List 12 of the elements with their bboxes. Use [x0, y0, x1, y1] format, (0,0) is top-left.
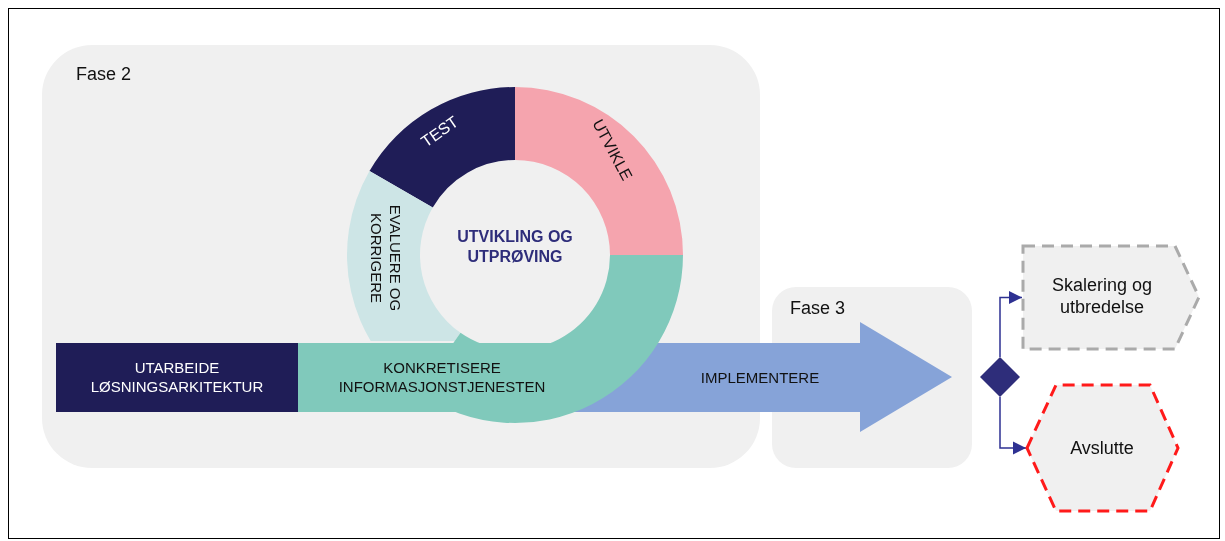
step-label: Avslutte [1070, 436, 1134, 460]
step-label: UTARBEIDE LØSNINGSARKITEKTUR [89, 359, 265, 397]
connector-arrow [999, 290, 1023, 358]
step-label: KONKRETISERE INFORMASJONSTJENESTEN [337, 359, 547, 397]
step-bar [56, 343, 298, 412]
phase-title: Fase 3 [790, 297, 846, 320]
connector-arrow [999, 396, 1027, 455]
step-label: UTVIKLING OG UTPRØVING [456, 227, 574, 267]
step-label: EVALUERE OG KORRIGERE [367, 203, 404, 314]
phase-title: Fase 2 [76, 63, 132, 86]
step-label: IMPLEMENTERE [700, 368, 820, 388]
step-label: Skalering og utbredelse [1050, 275, 1154, 319]
